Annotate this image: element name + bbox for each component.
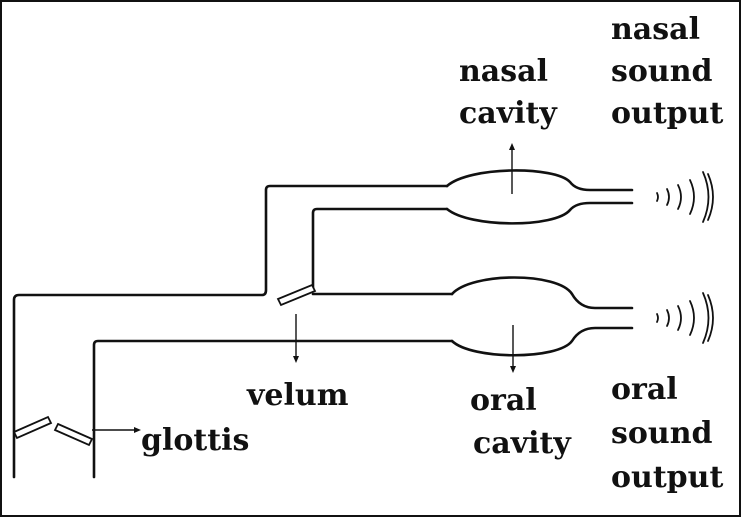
oral-cavity-arrowhead: [510, 366, 516, 373]
label-nasal-cavity-line1: nasal: [459, 54, 548, 89]
velum-flap: [276, 283, 317, 307]
inner-tract-wall: [92, 339, 454, 479]
label-nasal-cavity-line2: cavity: [459, 96, 558, 131]
label-oral-output-line3: output: [611, 460, 723, 495]
label-nasal-output-line2: sound: [611, 54, 713, 89]
label-oral-cavity-line2: cavity: [473, 426, 572, 461]
label-oral-output-line2: sound: [611, 416, 713, 451]
label-nasal-output-line1: nasal: [611, 12, 700, 47]
label-velum: velum: [246, 378, 349, 413]
label-nasal-output-line3: output: [611, 96, 723, 131]
outer-tract-wall: [12, 184, 449, 479]
nasal-sound-waves: [656, 171, 714, 223]
label-oral-output-line1: oral: [611, 372, 678, 407]
nasal-inner-wall: [311, 207, 449, 292]
glottis-left-flap: [12, 415, 53, 440]
glottis-right-flap: [53, 422, 94, 447]
nasal-cavity-arrowhead: [509, 143, 515, 150]
oral-cavity-shape: [450, 276, 634, 357]
glottis-arrowhead: [134, 427, 141, 433]
velum-arrowhead: [293, 356, 299, 363]
label-glottis: glottis: [141, 423, 249, 458]
oral-sound-waves: [656, 292, 714, 344]
nasal-cavity-shape: [445, 169, 634, 225]
label-oral-cavity-line1: oral: [470, 383, 537, 418]
